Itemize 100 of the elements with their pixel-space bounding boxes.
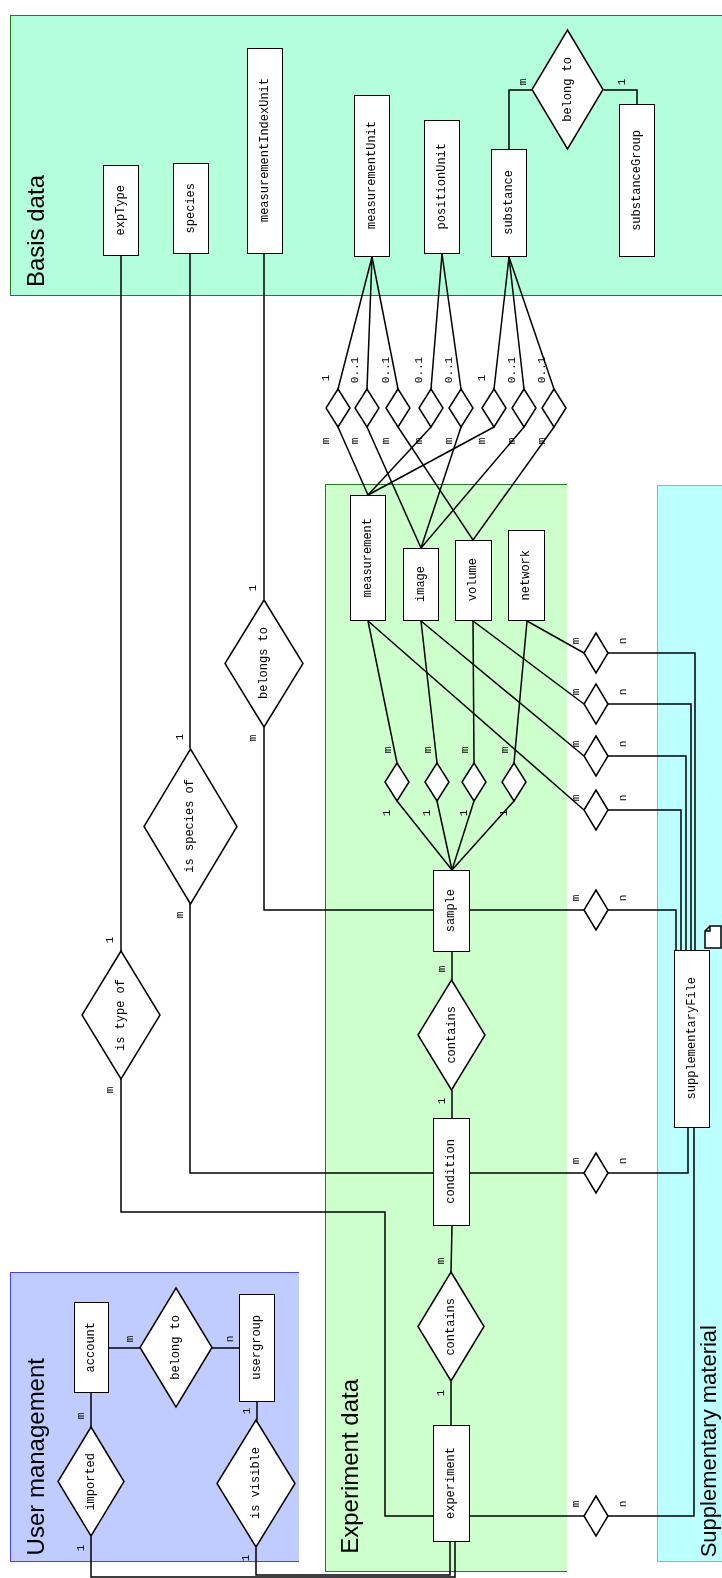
entity-box (490, 148, 527, 257)
group-title: Experiment data (336, 1379, 364, 1554)
connector-line (189, 253, 191, 750)
entity-label: expType (113, 184, 128, 236)
cardinality-label: 1 (320, 374, 332, 382)
cardinality-label: 0..1 (413, 356, 425, 384)
cardinality-label: m (517, 78, 529, 86)
cardinality-label: m (422, 746, 434, 754)
relationship-diamond (326, 389, 350, 427)
connector-line (189, 902, 434, 1174)
entity-label: condition (444, 1139, 458, 1204)
connector-line (607, 1127, 695, 1517)
relationship-diamond (82, 951, 160, 1079)
connector-line (469, 1515, 585, 1517)
relationship-label: imported (83, 1452, 98, 1511)
relationship-label: is species of (183, 779, 197, 873)
cardinality-label: n (617, 740, 629, 748)
connector-line (607, 652, 696, 951)
entity-label: measurementUnit (364, 121, 379, 230)
relationship-diamond (584, 633, 608, 673)
cardinality-label: n (224, 1335, 236, 1343)
connector-line (90, 1392, 92, 1429)
group-title: Supplementary material (696, 1324, 722, 1557)
cardinality-label: m (570, 894, 582, 902)
relationship-label: belong to (560, 57, 575, 122)
entity-label: measurementIndexUnit (257, 78, 272, 223)
connector-line (513, 620, 528, 764)
cardinality-label: 1 (435, 1389, 447, 1397)
relationship-diamond (584, 790, 608, 830)
cardinality-label: m (570, 1500, 582, 1508)
entity-label: image (413, 566, 428, 602)
connector-line (256, 1401, 258, 1422)
cardinality-label: m (476, 437, 488, 445)
cardinality-label: m (174, 911, 186, 919)
connector-line (366, 256, 373, 390)
relationship-diamond (424, 762, 449, 801)
relationship-label: belongs to (257, 627, 271, 699)
connector-line (508, 256, 555, 390)
cardinality-label: n (617, 894, 629, 902)
connector-line (508, 89, 534, 150)
cardinality-label: n (617, 1500, 629, 1508)
relationship-diamond (355, 389, 379, 427)
connector-line (255, 1541, 451, 1576)
cardinality-label: m (435, 1257, 447, 1265)
relationship-diamond (584, 736, 608, 776)
cardinality-label: m (436, 965, 448, 973)
connector-line (367, 426, 495, 496)
entity-label: usergroup (249, 1315, 264, 1380)
cardinality-label: 1 (436, 1097, 448, 1105)
cardinality-label: 1 (241, 1407, 253, 1415)
connector-line (420, 620, 585, 757)
cardinality-label: m (506, 437, 518, 445)
cardinality-label: m (570, 688, 582, 696)
cardinality-label: m (349, 437, 361, 445)
entity-box (432, 1424, 470, 1542)
connector-line (493, 256, 510, 390)
entity-box (673, 949, 710, 1128)
relationship-diamond (584, 1153, 608, 1193)
connector-line (607, 755, 687, 951)
relationship-diamond (449, 389, 473, 427)
connector-line (420, 426, 462, 549)
relationship-diamond (419, 389, 443, 427)
entity-box (353, 94, 390, 257)
connector-line (607, 909, 677, 951)
cardinality-label: 1 (381, 809, 393, 817)
cardinality-label: m (443, 437, 455, 445)
relationship-diamond (542, 389, 566, 427)
relationship-diamond (584, 684, 608, 724)
connector-line (472, 620, 475, 764)
entity-box (454, 539, 492, 621)
connector-line (420, 426, 525, 549)
cardinality-label: m (570, 1157, 582, 1165)
cardinality-label: m (570, 637, 582, 645)
connector-line (366, 426, 422, 549)
connector-line (469, 1172, 585, 1174)
entity-box (423, 119, 460, 254)
connector-line (211, 1347, 240, 1349)
relationship-diamond (225, 599, 303, 727)
entity-box (402, 547, 439, 621)
relationship-diamond (482, 389, 506, 427)
connector-line (120, 255, 122, 952)
connector-line (450, 1380, 452, 1426)
connector-line (420, 620, 438, 764)
cardinality-label: 1 (174, 733, 186, 741)
connector-line (472, 426, 555, 541)
connector-line (508, 256, 525, 390)
connector-line (450, 1225, 453, 1274)
cardinality-label: n (617, 637, 629, 645)
cardinality-label: m (75, 1412, 87, 1420)
entity-label: sample (444, 888, 458, 933)
cardinality-label: 1 (240, 1554, 252, 1562)
relationship-diamond (57, 1427, 124, 1536)
entity-box (349, 494, 386, 621)
entity-box (246, 47, 283, 254)
cardinality-label: 1 (458, 809, 470, 817)
cardinality-label: m (570, 740, 582, 748)
entity-label: substance (501, 170, 516, 235)
connector-line (337, 426, 369, 496)
entity-box (238, 1293, 275, 1402)
cardinality-label: 1 (421, 809, 433, 817)
